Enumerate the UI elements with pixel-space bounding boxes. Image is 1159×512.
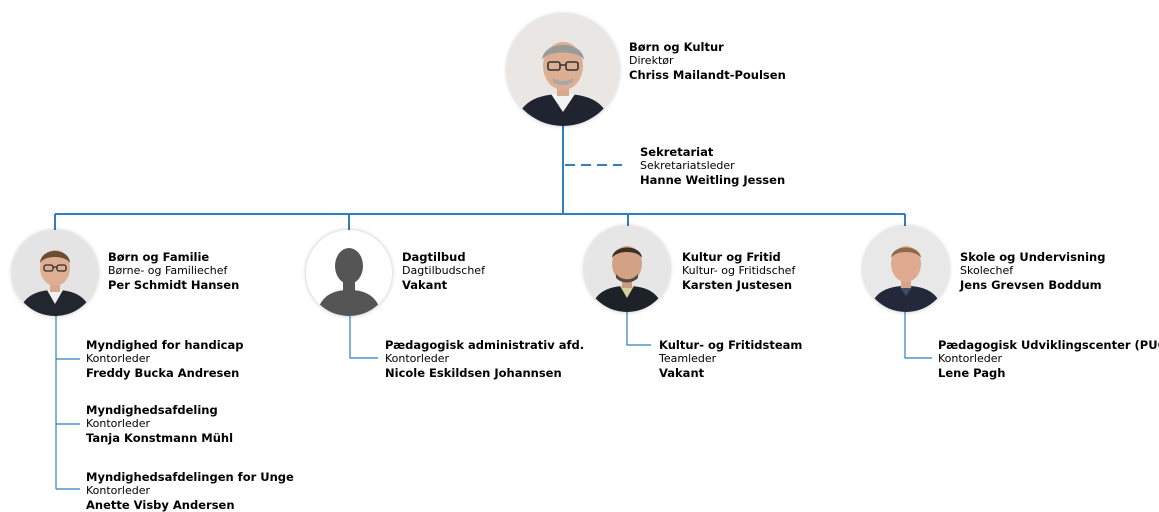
dept-unit: Børn og Familie [108, 250, 210, 264]
person-silhouette-icon [306, 230, 392, 316]
sub-unit-myndighedsafdelingen-unge: Myndighedsafdelingen for Unge Kontorlede… [86, 470, 294, 512]
sub-unit-kultur-fritidsteam: Kultur- og Fritidsteam Teamleder Vakant [659, 338, 802, 380]
sub-unit-name: Nicole Eskildsen Johannsen [385, 366, 562, 380]
dept-name: Jens Grevsen Boddum [960, 278, 1102, 292]
sub-unit-title: Kultur- og Fritidsteam [659, 338, 803, 352]
sub-connector-kultur-fritid [626, 310, 651, 346]
secretariat-name: Hanne Weitling Jessen [640, 173, 786, 187]
secretariat-role: Sekretariatsleder [640, 159, 735, 172]
sub-unit-myndighedsafdeling: Myndighedsafdeling Kontorleder Tanja Kon… [86, 403, 233, 445]
dept-role: Skolechef [960, 264, 1014, 277]
dept-info-kultur-fritid: Kultur og Fritid Kultur- og Fritidschef … [682, 250, 795, 292]
sub-connector-skole [904, 310, 932, 359]
sub-connector-dagtilbud [349, 314, 378, 359]
secretariat-unit: Sekretariat [640, 145, 714, 159]
sub-unit-myndighed-handicap: Myndighed for handicap Kontorleder Fredd… [86, 338, 243, 380]
dept-photo-skole-undervisning [863, 226, 949, 312]
sub-unit-role: Kontorleder [385, 352, 450, 365]
dept-role: Kultur- og Fritidschef [682, 264, 796, 277]
sub-unit-name: Tanja Konstmann Mühl [86, 431, 234, 445]
dept-unit: Dagtilbud [402, 250, 466, 264]
sub-unit-name: Lene Pagh [938, 366, 1006, 380]
sub-unit-title: Myndighedsafdeling [86, 403, 218, 417]
director-info: Børn og Kultur Direktør Chriss Mailandt-… [629, 40, 786, 82]
director-name: Chriss Mailandt-Poulsen [629, 68, 786, 82]
dept-photo-kultur-fritid [584, 226, 670, 312]
sub-unit-title: Pædagogisk administrativ afd. [385, 338, 585, 352]
dept-name: Per Schmidt Hansen [108, 278, 240, 292]
director-role: Direktør [629, 54, 674, 67]
director-unit: Børn og Kultur [629, 40, 724, 54]
dept-photo-dagtilbud [306, 230, 392, 316]
secretariat-info: Sekretariat Sekretariatsleder Hanne Weit… [640, 145, 785, 187]
dept-info-boern-familie: Børn og Familie Børne- og Familiechef Pe… [108, 250, 239, 292]
sub-unit-name: Vakant [659, 366, 705, 380]
dept-photo-boern-familie [12, 230, 98, 316]
sub-unit-role: Teamleder [659, 352, 717, 365]
dept-info-skole-undervisning: Skole og Undervisning Skolechef Jens Gre… [960, 250, 1105, 292]
dept-info-dagtilbud: Dagtilbud Dagtilbudschef Vakant [402, 250, 485, 292]
sub-unit-name: Freddy Bucka Andresen [86, 366, 240, 380]
sub-unit-paedagogisk-administrativ: Pædagogisk administrativ afd. Kontorlede… [385, 338, 584, 380]
dept-role: Dagtilbudschef [402, 264, 485, 277]
sub-unit-title: Myndighed for handicap [86, 338, 244, 352]
dept-name: Vakant [402, 278, 448, 292]
sub-unit-puc: Pædagogisk Udviklingscenter (PUC) Kontor… [938, 338, 1159, 380]
dept-role: Børne- og Familiechef [108, 264, 228, 277]
dept-unit: Kultur og Fritid [682, 250, 781, 264]
sub-unit-title: Myndighedsafdelingen for Unge [86, 470, 294, 484]
sub-unit-role: Kontorleder [86, 484, 151, 497]
sub-unit-role: Kontorleder [86, 352, 151, 365]
sub-unit-title: Pædagogisk Udviklingscenter (PUC) [938, 338, 1159, 352]
director-photo [507, 14, 619, 126]
sub-unit-role: Kontorleder [86, 417, 151, 430]
sub-unit-role: Kontorleder [938, 352, 1003, 365]
dept-unit: Skole og Undervisning [960, 250, 1106, 264]
sub-unit-name: Anette Visby Andersen [86, 498, 235, 512]
dept-name: Karsten Justesen [682, 278, 793, 292]
